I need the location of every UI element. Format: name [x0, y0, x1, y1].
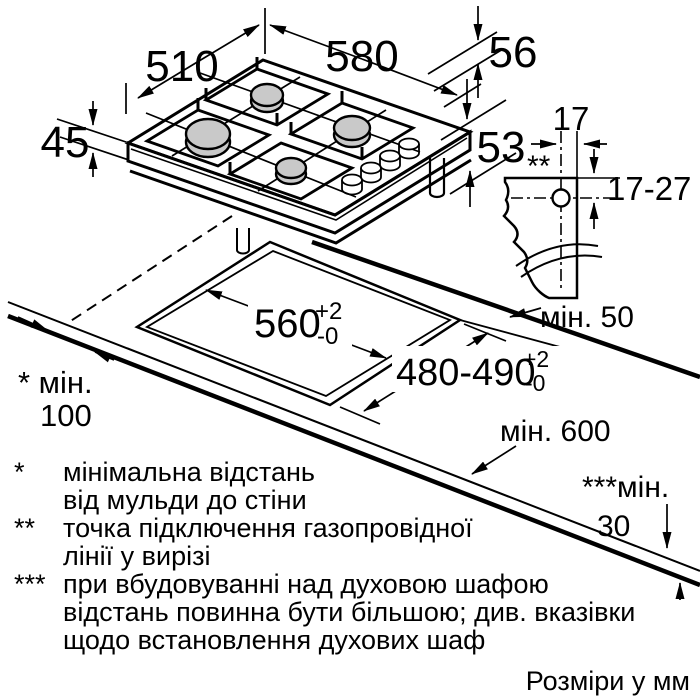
footnote-3-marker: ***: [14, 569, 46, 599]
footnote-1-line2: від мульди до стіни: [63, 485, 307, 515]
section-extension-lines: [576, 131, 620, 179]
footnote-1-line1: мінімальна відстань: [63, 457, 315, 487]
hob-top-surface: [124, 58, 474, 217]
pan-support-frame-left: [143, 108, 273, 168]
label-min-100-b: 100: [40, 398, 92, 433]
gas-pipe: [428, 158, 446, 199]
wall-dashed-line: [65, 215, 233, 325]
dim-label-510: 510: [145, 42, 218, 91]
dim-510-a: [198, 24, 260, 62]
cutout-outline: [134, 240, 463, 407]
footnote-3-line1: при вбудовуванні над духовою шафою: [63, 569, 549, 599]
hob-shadow-line: [129, 158, 472, 245]
burner-front: [274, 156, 308, 186]
burner-right: [332, 114, 372, 149]
control-knobs: [341, 137, 420, 196]
dim-label-53: 53: [477, 123, 526, 172]
dim-label-45: 45: [41, 118, 90, 167]
dim-label-480-tol-up: +2: [523, 346, 549, 372]
worktop-front-bottom-edge: [7, 313, 700, 588]
leader-min600: [471, 445, 517, 475]
dim-580-a: [269, 24, 363, 60]
dim-label-560: 560: [254, 302, 321, 346]
label-min-100-a: * мін.: [18, 365, 93, 400]
ext-45: [56, 118, 130, 161]
footnote-3-line2: відстань повинна бути більшою; див. вказ…: [63, 597, 635, 627]
footnotes: * мінімальна відстань від мульди до стін…: [14, 457, 635, 655]
dim-label-560-tol-down: -0: [317, 323, 338, 350]
dim-580-b: [361, 58, 458, 96]
worktop-drawing: [7, 215, 700, 588]
footnote-2-marker: **: [14, 513, 36, 543]
dim-label-480-490: 480-490: [396, 352, 535, 394]
label-min-30-a: ***мін.: [582, 471, 669, 504]
burner-back: [249, 82, 285, 114]
dim-510-b: [137, 60, 200, 99]
grate-posts: [196, 57, 364, 174]
gas-connection-detail: [502, 131, 620, 300]
dim-label-560-tol-up: +2: [315, 298, 342, 325]
pan-support-frame-front: [226, 141, 356, 201]
worktop-section-body: [502, 176, 579, 300]
footnote-2-line1: точка підключення газопровідної: [63, 513, 473, 543]
footnote-2-line2: лінії у вирізі: [63, 541, 211, 571]
footnote-3-line3: щодо встановлення духових шаф: [63, 625, 485, 655]
ext-580-right: [443, 83, 482, 108]
label-min-50: мін. 50: [540, 301, 634, 334]
cutout-inner-edge: [144, 250, 453, 397]
ext-56: [427, 31, 504, 92]
ext-53: [440, 99, 517, 195]
label-backing-560: [248, 298, 352, 346]
label-min-30-b: 30: [597, 510, 630, 543]
break-lines: [515, 243, 603, 278]
units-note: Розміри у мм: [526, 666, 690, 696]
leader-min50: [509, 307, 542, 318]
dim-100-b: [94, 351, 115, 363]
gas-connection-point: [551, 188, 571, 208]
gas-point-marker: **: [527, 150, 551, 183]
dim-label-17: 17: [553, 100, 590, 137]
burner-left: [184, 117, 232, 159]
grate-rails: [145, 72, 421, 198]
footnote-1-marker: *: [14, 457, 25, 487]
dim-label-17-27: 17-27: [607, 170, 691, 207]
dim-100-a: [17, 316, 48, 331]
label-backing-480: [392, 346, 564, 392]
hob-edge-inner-line: [130, 137, 468, 221]
dim-label-580: 580: [325, 32, 398, 81]
cutout-extension-line: [459, 319, 561, 348]
hob-drawing: [124, 57, 474, 255]
wall-line: [311, 239, 700, 380]
dim-label-480-tol-down: -0: [525, 370, 545, 396]
label-min-600: мін. 600: [500, 415, 611, 448]
worktop-front-top-edge: [7, 301, 700, 572]
hob-front-foot: [236, 228, 250, 255]
dim-label-56: 56: [489, 28, 538, 77]
